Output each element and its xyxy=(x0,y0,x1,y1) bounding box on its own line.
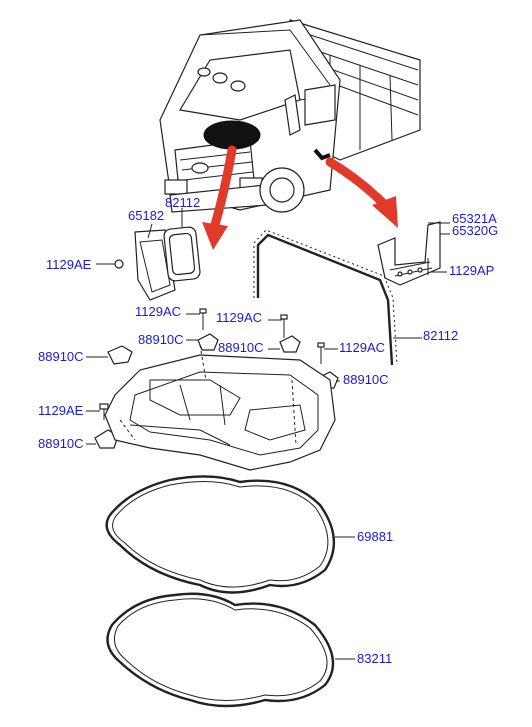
label-69881[interactable]: 69881 xyxy=(357,529,394,544)
bracket-65321A xyxy=(377,221,441,286)
seal-strip-82112 xyxy=(253,229,398,366)
leader-lines xyxy=(86,208,450,660)
arrow-left xyxy=(210,145,237,230)
label-83211[interactable]: 83211 xyxy=(357,651,393,666)
arrow-right xyxy=(325,157,390,210)
label-82112-top[interactable]: 82112 xyxy=(165,195,201,210)
label-88910C-b[interactable]: 88910C xyxy=(218,340,264,355)
truck-illustration xyxy=(159,19,421,213)
label-88910C-e[interactable]: 88910C xyxy=(38,436,84,451)
label-88910C-a[interactable]: 88910C xyxy=(138,332,184,347)
label-82112-right[interactable]: 82112 xyxy=(423,328,459,343)
clips-88910C xyxy=(94,333,339,449)
label-1129AE-top[interactable]: 1129AE xyxy=(46,257,92,272)
label-65320G[interactable]: 65320G xyxy=(452,223,499,238)
label-1129AC-a[interactable]: 1129AC xyxy=(135,304,182,319)
label-65321A[interactable]: 65321A xyxy=(452,211,497,226)
label-1129AC-c[interactable]: 1129AC xyxy=(339,340,386,355)
seal-ring-69881 xyxy=(105,475,336,594)
floor-pan xyxy=(104,344,336,471)
label-88910C-c[interactable]: 88910C xyxy=(38,349,84,364)
label-88910C-d[interactable]: 88910C xyxy=(343,372,389,387)
label-65182[interactable]: 65182 xyxy=(128,208,165,223)
label-1129AE-bot[interactable]: 1129AE xyxy=(38,403,84,418)
seal-ring-83211 xyxy=(106,592,335,708)
label-1129AP[interactable]: 1129AP xyxy=(449,263,495,278)
label-1129AC-b[interactable]: 1129AC xyxy=(216,310,263,325)
hood-opening xyxy=(203,120,261,150)
callout-arrows xyxy=(202,145,398,250)
gasket-82112-small xyxy=(163,226,201,282)
bolts xyxy=(99,308,325,420)
